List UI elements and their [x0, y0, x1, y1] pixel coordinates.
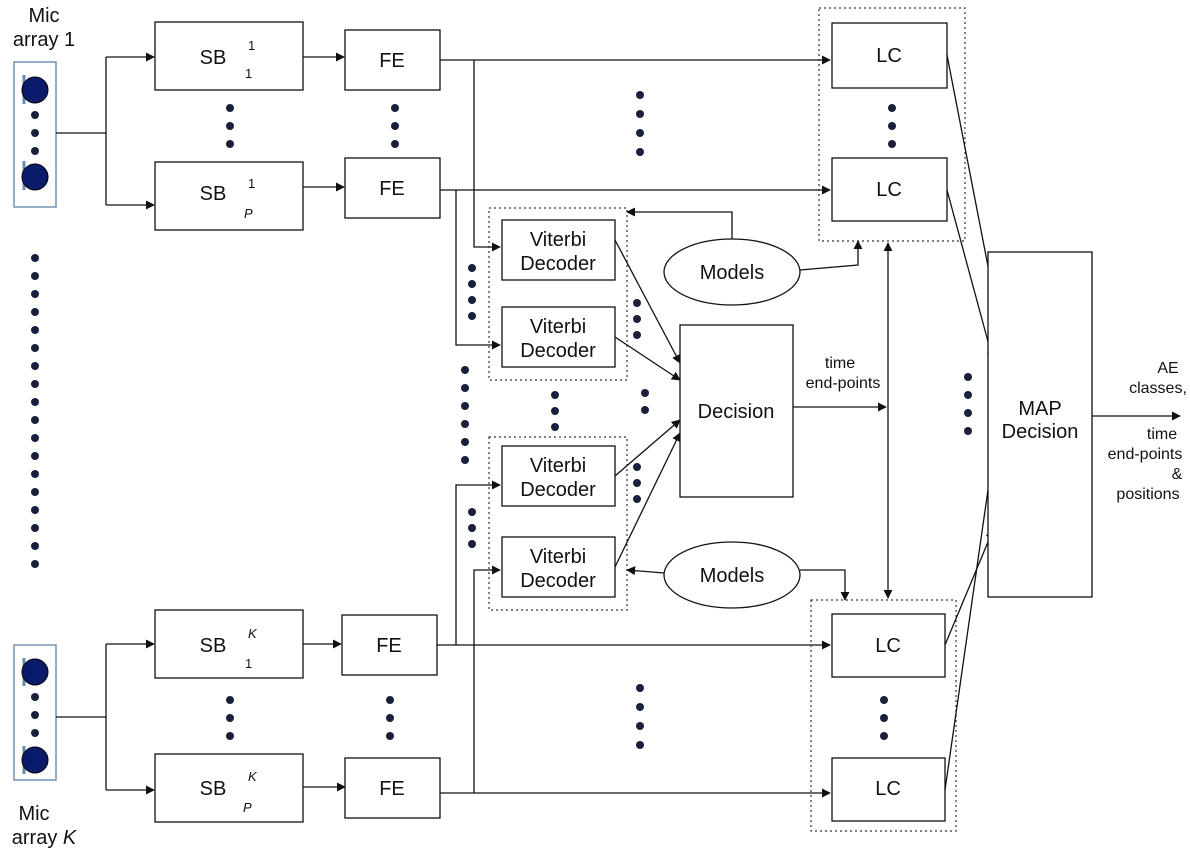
svg-text:Decoder: Decoder [520, 570, 596, 592]
svg-text:1: 1 [245, 656, 252, 671]
svg-text:Viterbi: Viterbi [530, 455, 586, 477]
fe-box: FE [344, 757, 441, 819]
svg-text:Decision: Decision [698, 401, 775, 423]
svg-text:Decision: Decision [1002, 421, 1079, 443]
models-connectors [626, 207, 863, 601]
time-label: time [825, 355, 855, 372]
output-label-end-points: end-points [1108, 446, 1183, 463]
models-ellipse-bottom: Models [663, 541, 801, 609]
svg-text:Models: Models [700, 565, 764, 587]
output-label-ae: AE [1157, 360, 1178, 377]
fe-box: FE [344, 29, 441, 91]
svg-text:Decoder: Decoder [520, 253, 596, 275]
mic-array-k-label-line1: Mic [18, 803, 49, 825]
svg-text:1: 1 [248, 38, 255, 53]
ellipsis-dots [31, 91, 972, 749]
svg-text:K: K [248, 769, 258, 784]
lc-box: LC [831, 157, 948, 222]
svg-text:P: P [244, 206, 253, 221]
sb-1-p-box: SB 1 P [154, 161, 304, 231]
viterbi-decoder-1: Viterbi Decoder [501, 219, 616, 281]
viterbi-decoder-4: Viterbi Decoder [501, 536, 616, 598]
svg-text:K: K [248, 626, 258, 641]
svg-text:Decoder: Decoder [520, 340, 596, 362]
mic-array-1-label-line1: Mic [28, 5, 59, 27]
fe-box: FE [341, 614, 438, 676]
output-label-ampersand: & [1172, 466, 1183, 483]
svg-text:SB: SB [200, 778, 227, 800]
mic-array-k [13, 644, 57, 781]
svg-text:FE: FE [376, 635, 402, 657]
models-ellipse-top: Models [663, 238, 801, 306]
map-decision-box: MAP Decision [987, 251, 1093, 598]
svg-text:FE: FE [379, 778, 405, 800]
svg-text:FE: FE [379, 178, 405, 200]
svg-text:Viterbi: Viterbi [530, 229, 586, 251]
output-label-classes: classes, [1129, 380, 1187, 397]
svg-text:LC: LC [875, 635, 901, 657]
svg-text:LC: LC [875, 778, 901, 800]
lc-group-top [818, 7, 966, 242]
mic-split-connectors [56, 52, 155, 795]
svg-text:Decoder: Decoder [520, 479, 596, 501]
viterbi-decoder-3: Viterbi Decoder [501, 445, 616, 507]
svg-text:SB: SB [200, 183, 227, 205]
svg-text:1: 1 [248, 176, 255, 191]
viterbi-decoder-2: Viterbi Decoder [501, 306, 616, 368]
svg-text:LC: LC [876, 179, 902, 201]
mic-array-1 [13, 61, 57, 208]
lc-map-arrows [944, 54, 997, 791]
fe-viterbi-connectors [455, 60, 501, 793]
viterbi-decision-arrows [614, 239, 681, 568]
lc-box: LC [831, 757, 946, 822]
svg-text:Viterbi: Viterbi [530, 316, 586, 338]
svg-text:FE: FE [379, 50, 405, 72]
lc-box: LC [831, 613, 946, 678]
svg-text:P: P [243, 800, 252, 815]
svg-text:SB: SB [200, 635, 227, 657]
viterbi-group-bottom [488, 436, 628, 611]
lc-box: LC [831, 22, 948, 89]
output-label-positions: positions [1116, 486, 1179, 503]
output-label-time: time [1147, 426, 1177, 443]
decision-box: Decision [679, 324, 794, 498]
sb-1-1-box: SB 1 1 [154, 21, 304, 91]
sb-k-1-box: SB K 1 [154, 609, 304, 679]
svg-text:SB: SB [200, 47, 227, 69]
svg-text:MAP: MAP [1018, 398, 1061, 420]
mic-array-k-label-line2: array K [12, 827, 78, 849]
sb-k-p-box: SB K P [154, 753, 304, 823]
svg-text:Models: Models [700, 262, 764, 284]
mic-array-1-label-line2: array 1 [13, 29, 75, 51]
fe-box: FE [344, 157, 441, 219]
svg-text:Viterbi: Viterbi [530, 546, 586, 568]
svg-text:LC: LC [876, 45, 902, 67]
svg-text:1: 1 [245, 66, 252, 81]
end-points-label: end-points [806, 375, 881, 392]
